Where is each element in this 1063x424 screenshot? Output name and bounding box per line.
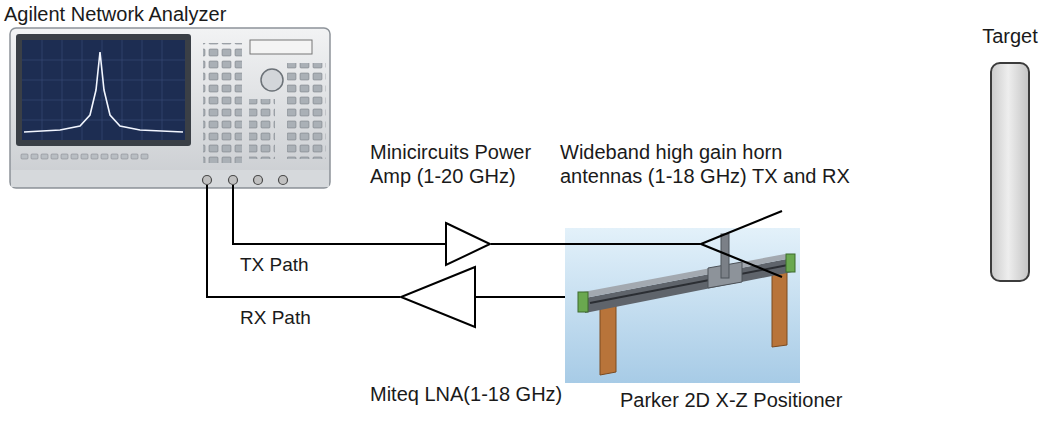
horn-antenna-symbol [700, 210, 782, 278]
antenna-label: Wideband high gain horn antennas (1-18 G… [560, 140, 862, 188]
low-noise-amplifier: Miteq LNA(1-18 GHz) [400, 266, 476, 328]
rf-port [279, 176, 288, 185]
horn-antennas: Wideband high gain horn antennas (1-18 G… [700, 210, 782, 278]
rf-port [254, 176, 263, 185]
amplifier-triangle [446, 223, 490, 265]
keypad [287, 63, 326, 159]
positioner-beam [585, 258, 792, 313]
signal-line [233, 185, 445, 244]
amplifier-triangle [445, 222, 491, 266]
instrument-label: Agilent Network Analyzer [4, 2, 226, 26]
xz-positioner: Parker 2D X-Z Positioner [565, 228, 800, 383]
display-window [250, 40, 312, 54]
amplifier-label: Miteq LNA(1-18 GHz) [370, 382, 562, 406]
analyzer-body [10, 28, 330, 188]
analyzer-bezel [16, 34, 191, 146]
positioner-rail [590, 265, 788, 303]
analyzer-foot-strip [11, 170, 329, 187]
keypad [203, 43, 242, 163]
network-analyzer: Agilent Network Analyzer [10, 28, 330, 185]
positioner-picture [565, 228, 800, 383]
horn-antenna-symbol [701, 211, 782, 277]
amplifier-triangle [401, 267, 475, 327]
amplifier-triangle [400, 266, 476, 328]
target-label: Target [982, 24, 1038, 48]
path-label: RX Path [238, 307, 313, 329]
target-box: Target [990, 62, 1030, 282]
power-amplifier: Minicircuits Power Amp (1-20 GHz) [445, 222, 491, 266]
softkey-row [20, 152, 150, 161]
network-analyzer-picture [10, 28, 330, 188]
signal-line [207, 185, 400, 297]
positioner-end-cap [786, 254, 795, 272]
positioner-leg [600, 302, 616, 375]
positioner-beam-top [578, 254, 792, 298]
positioner-end-cap [578, 292, 588, 312]
rotary-knob [261, 69, 283, 91]
rf-port [229, 176, 238, 185]
amplifier-label: Minicircuits Power Amp (1-20 GHz) [370, 140, 560, 188]
positioner-backdrop [565, 228, 800, 383]
positioner-label: Parker 2D X-Z Positioner [620, 388, 842, 412]
positioner-leg [772, 270, 787, 347]
signal-line [476, 296, 565, 298]
keypad [249, 99, 275, 159]
signal-line [491, 243, 700, 245]
screen-trace [24, 52, 183, 132]
screen-grid [22, 40, 185, 140]
analyzer-screen [22, 40, 185, 140]
rf-port [203, 176, 212, 185]
path-label: TX Path [238, 254, 311, 276]
